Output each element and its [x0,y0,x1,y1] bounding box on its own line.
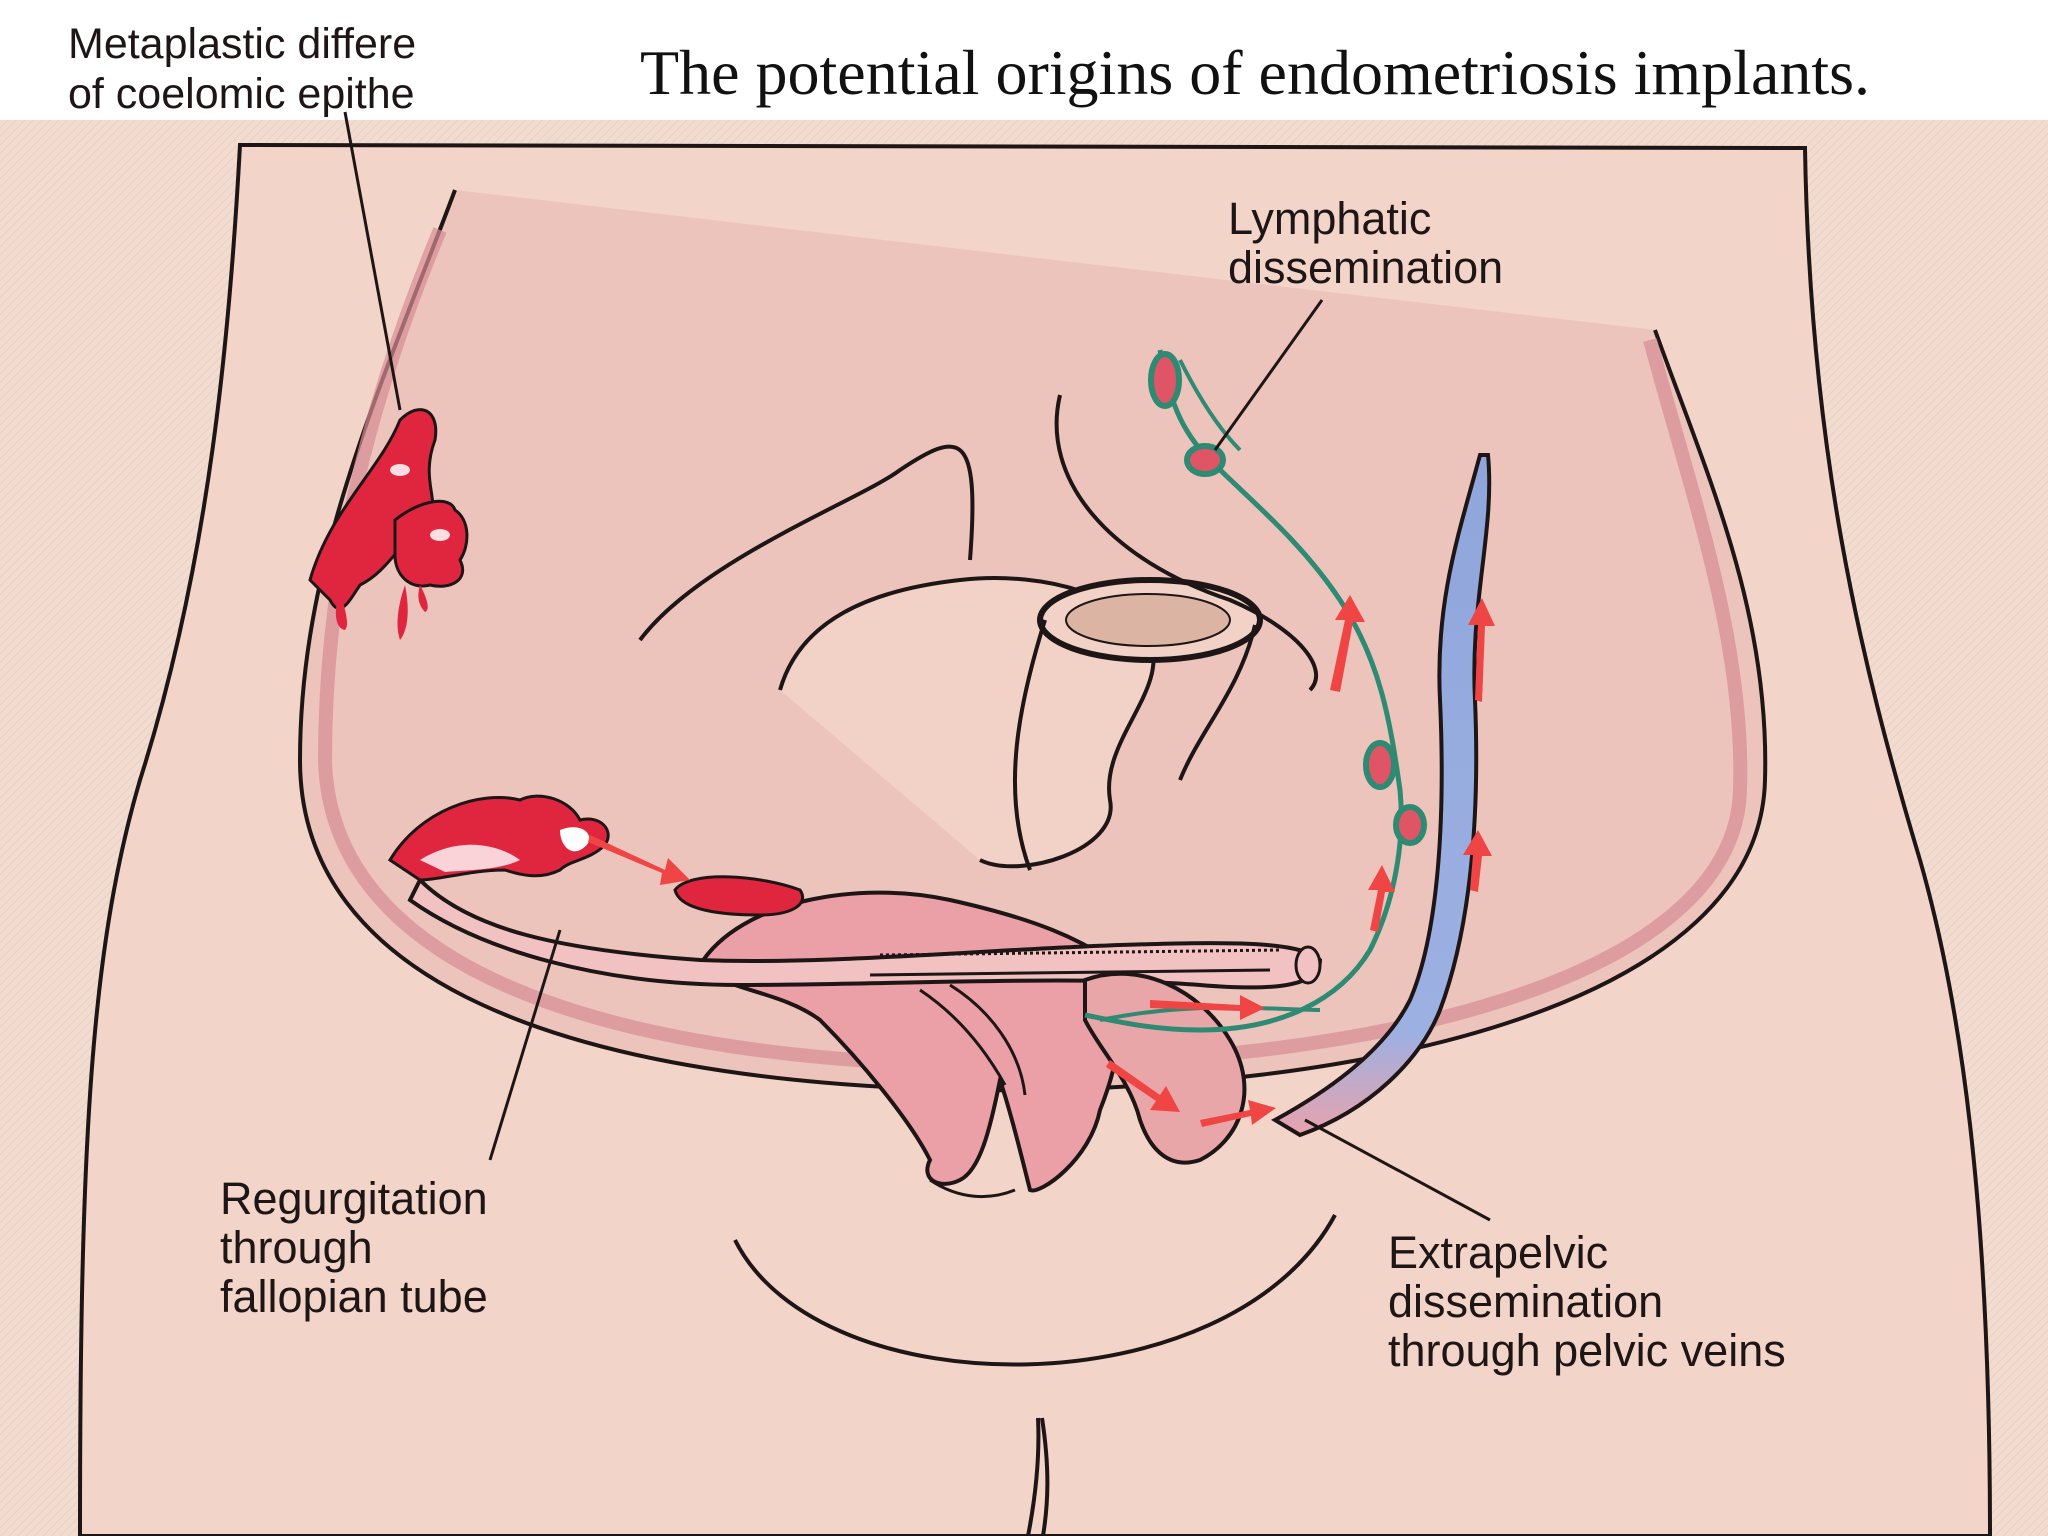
leader-extrapelvic [1304,1118,1491,1222]
fallopian-tube [407,876,1323,990]
title-band [0,0,2048,112]
midline-right [1040,1417,1050,1536]
diagram-title: The potential origins of endometriosis i… [640,37,1870,108]
label-extrapelvic-line-3: through pelvic veins [1388,1325,1786,1376]
label-extrapelvic-line-2: dissemination [1388,1276,1663,1327]
colon-lumen [1065,593,1231,647]
tube-fimbriae [387,794,610,882]
ovary [673,875,804,917]
label-regurgitation-line-1: Regurgitation [220,1173,488,1224]
leader-lymphatic [1213,299,1324,451]
label-metaplastic-line-1: Metaplastic differe [68,20,416,68]
midline-left [1026,1417,1041,1536]
label-extrapelvic-line-1: Extrapelvic [1388,1227,1608,1278]
svg-text:Metaplastic differe of coe: Metaplastic differe of coelomic epithe [68,20,428,118]
label-lymphatic-line-1: Lymphatic [1228,193,1431,244]
svg-text:Lymphatic dissemination: Lymphatic dissemination [1228,193,1503,293]
label-regurgitation-line-3: fallopian tube [220,1271,488,1322]
label-regurgitation-line-2: through [220,1222,373,1273]
svg-text:Regurgitation through: Regurgitation through fallopian tube [220,1173,500,1322]
leader-regurgitation [488,929,562,1161]
pelvic-vein [1270,453,1492,1138]
colon-body [1012,619,1257,871]
leader-metaplastic [343,111,402,411]
label-lymphatic-line-2: dissemination [1228,242,1503,293]
dissemination-arrows [588,595,1495,1127]
metaplastic-implants [308,408,469,640]
bowel-curve-right [1054,394,1318,692]
label-crop-mask [598,0,638,112]
bowel-loop-left [638,444,975,642]
lower-abdomen-curve [733,1214,1337,1367]
svg-text:Extrapelvic dissemination: Extrapelvic dissemination through pelvic… [1388,1227,1786,1376]
label-metaplastic-line-2: of coelomic epithe [68,70,415,118]
